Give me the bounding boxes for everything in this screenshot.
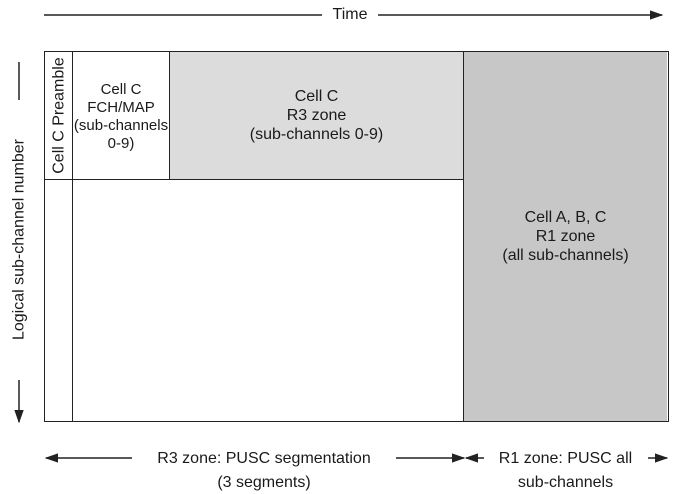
preamble-label: Cell C Preamble (50, 57, 68, 174)
fch-map-line-2: FCH/MAP (87, 98, 155, 116)
preamble-cell: Cell C Preamble (45, 52, 73, 180)
r1-zone-cell: Cell A, B, C R1 zone (all sub-channels) (464, 52, 667, 421)
time-label: Time (324, 5, 376, 24)
subchannel-axis-label: Logical sub-channel number (10, 139, 28, 341)
zone-frame: Cell C Preamble Cell C FCH/MAP (sub-chan… (44, 51, 669, 422)
preamble-lower-cell (45, 180, 73, 421)
r3-span-label-2: (3 segments) (134, 473, 394, 492)
r1-span-label-1: R1 zone: PUSC all (485, 449, 646, 468)
fch-map-line-4: 0-9) (107, 134, 135, 152)
r1-zone-line-3: (all sub-channels) (502, 247, 629, 264)
r3-zone-line-3: (sub-channels 0-9) (249, 126, 384, 143)
r1-zone-line-2: R1 zone (535, 228, 596, 245)
fch-map-line-1: Cell C (100, 80, 142, 98)
fch-map-cell: Cell C FCH/MAP (sub-channels 0-9) (73, 52, 170, 180)
r3-zone-line-1: Cell C (294, 88, 339, 105)
r3-lower-cell (73, 180, 464, 421)
r1-span-label-2: sub-channels (485, 473, 646, 492)
r1-zone-line-1: Cell A, B, C (524, 209, 607, 226)
r3-zone-cell: Cell C R3 zone (sub-channels 0-9) (170, 52, 464, 180)
fch-map-line-3: (sub-channels (73, 116, 169, 134)
r3-zone-line-2: R3 zone (286, 107, 347, 124)
r3-span-label-1: R3 zone: PUSC segmentation (134, 449, 394, 468)
